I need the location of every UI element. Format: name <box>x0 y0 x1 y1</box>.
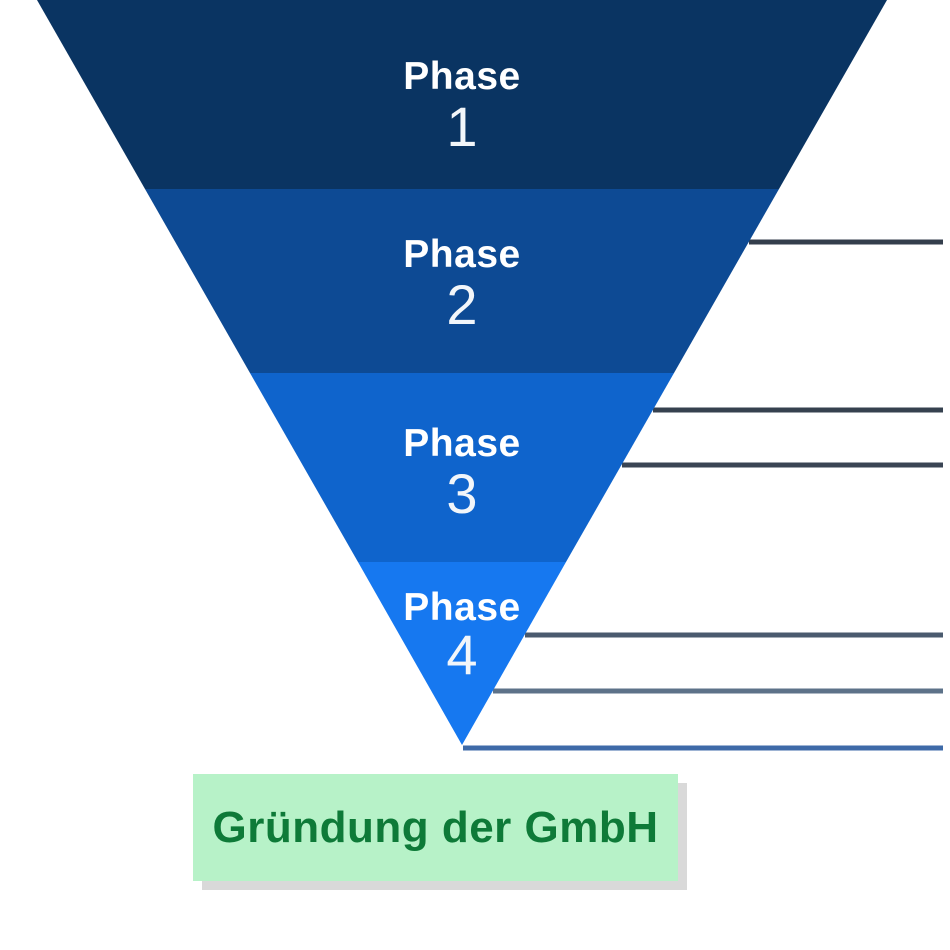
funnel-segment-1 <box>37 0 887 189</box>
funnel-segment-4 <box>358 562 566 745</box>
funnel-segment-2 <box>145 189 779 373</box>
funnel-segment-3 <box>250 373 674 562</box>
funnel-shape <box>37 0 887 745</box>
leader-lines <box>463 239 943 751</box>
result-box: Gründung der GmbH <box>193 774 678 881</box>
result-label: Gründung der GmbH <box>212 802 659 852</box>
